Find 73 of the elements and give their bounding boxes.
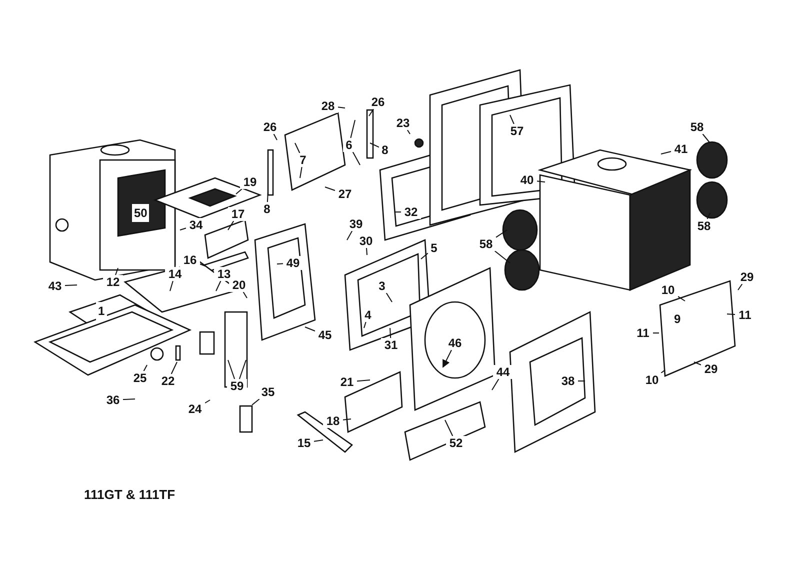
leader-line	[170, 362, 178, 374]
callout-number: 18	[323, 414, 343, 428]
callout-number: 17	[228, 207, 248, 221]
callout-number: 34	[186, 218, 206, 232]
leader-line	[406, 130, 410, 134]
callout-number: 7	[297, 153, 309, 167]
leader-line	[702, 134, 710, 144]
callout-number: 1	[96, 302, 107, 320]
leader-line	[273, 134, 278, 140]
callout-number: 8	[261, 202, 273, 216]
leader-line	[494, 250, 510, 264]
leader-line	[314, 440, 324, 442]
leader-line	[324, 186, 336, 191]
leader-line	[122, 398, 136, 400]
leader-line	[238, 360, 246, 380]
leader-line	[228, 360, 236, 380]
leader-line	[356, 380, 370, 382]
callout-number: 4	[362, 308, 374, 322]
leader-line	[204, 400, 210, 404]
leader-line	[346, 230, 353, 240]
leader-line	[578, 380, 586, 382]
callout-number: 16	[180, 253, 200, 267]
callout-number: 12	[103, 275, 123, 289]
leader-line	[304, 326, 316, 332]
callout-number: 52	[446, 436, 466, 450]
leader-line	[236, 188, 242, 194]
leader-line	[300, 166, 302, 178]
callout-number: 59	[227, 379, 247, 393]
leader-line	[294, 142, 300, 154]
leader-line	[496, 230, 508, 238]
leader-line	[442, 350, 452, 368]
callout-number: 50	[132, 204, 150, 222]
leader-line	[678, 296, 686, 302]
leader-line	[366, 248, 368, 256]
leader-line	[216, 280, 222, 292]
leader-line	[510, 114, 514, 124]
leader-line	[180, 228, 186, 230]
leader-line	[444, 420, 454, 436]
leader-line	[420, 252, 428, 260]
callout-number: 3	[376, 279, 388, 293]
leader-line	[338, 106, 346, 108]
leader-line	[252, 398, 260, 406]
leader-line	[660, 151, 672, 154]
leader-line	[370, 142, 380, 148]
leader-line	[266, 192, 268, 202]
callout-number: 5	[428, 241, 440, 255]
leader-line	[276, 263, 284, 264]
leader-line	[738, 284, 743, 290]
leader-line	[242, 292, 248, 298]
leader-line	[200, 264, 206, 266]
leader-line	[694, 362, 702, 366]
leader-line	[368, 108, 374, 116]
callout-number: 44	[493, 365, 513, 379]
leader-line	[228, 220, 234, 230]
leader-line	[352, 152, 360, 166]
leader-line	[660, 370, 666, 374]
callout-number: 49	[283, 256, 303, 270]
leader-line	[342, 418, 352, 420]
leader-line	[115, 268, 118, 276]
leader-line	[536, 180, 546, 182]
leader-line	[492, 378, 500, 390]
callout-number: 6	[343, 138, 355, 152]
leader-line	[170, 280, 174, 292]
leader-line	[726, 314, 736, 315]
leader-line	[386, 292, 392, 302]
callout-number: 8	[379, 143, 391, 157]
leader-line	[364, 322, 366, 328]
leader-line	[143, 364, 148, 372]
leader-line	[390, 328, 392, 338]
leader-line	[652, 332, 660, 334]
callout-number: 14	[165, 267, 185, 281]
leader-line	[350, 120, 356, 138]
leader-line	[64, 284, 78, 286]
